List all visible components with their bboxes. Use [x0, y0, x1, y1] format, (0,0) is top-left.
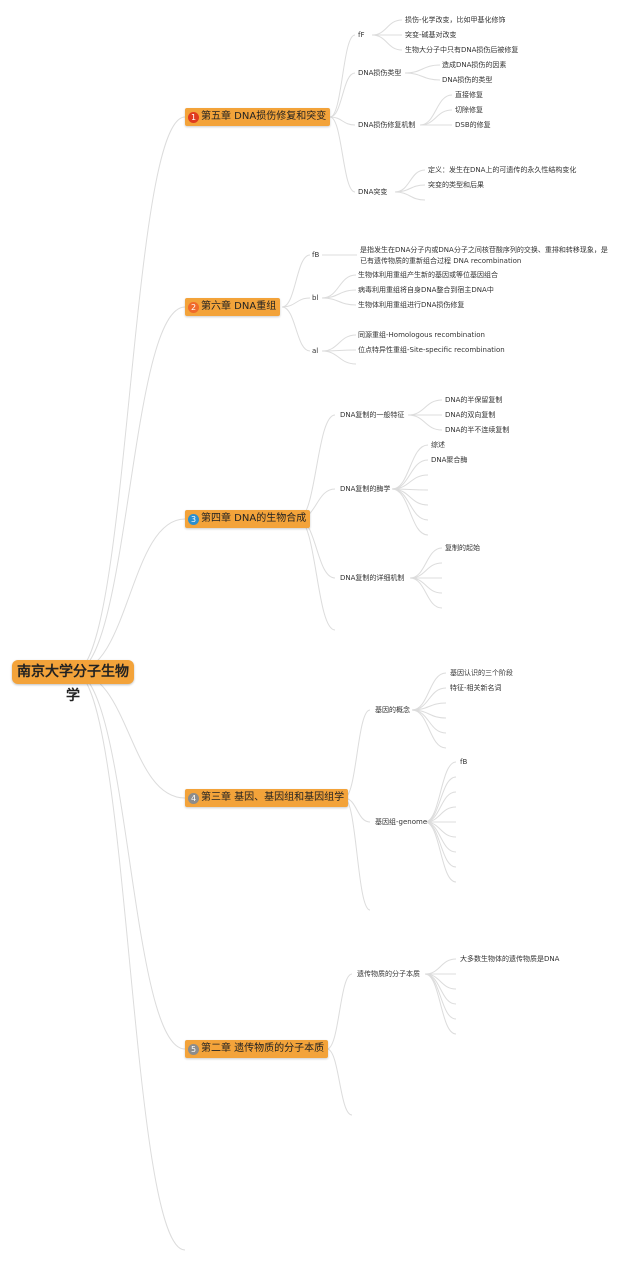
ch5-mutation-item-1[interactable]: 定义：发生在DNA上的可遗传的永久性结构变化 — [428, 166, 577, 174]
ch4-branch-enzymes[interactable]: DNA复制的酶学 — [340, 485, 391, 493]
ch6-al-item-1[interactable]: 同源重组-Homologous recombination — [358, 331, 485, 339]
ch3-genome-item-1[interactable]: fB — [460, 758, 468, 766]
chapter-5-label: 第五章 DNA损伤修复和突变 — [201, 111, 327, 122]
ch4-enzymes-item-1[interactable]: 综述 — [431, 441, 445, 449]
ch5-damage-types-item-2[interactable]: DNA损伤的类型 — [442, 76, 493, 84]
chapter-6-label: 第六章 DNA重组 — [201, 301, 277, 312]
ch5-ff-item-3[interactable]: 生物大分子中只有DNA损伤后被修复 — [405, 46, 519, 54]
ch4-general-item-3[interactable]: DNA的半不连续复制 — [445, 426, 510, 434]
ch2-molecular-nature-item-1[interactable]: 大多数生物体的遗传物质是DNA — [460, 955, 560, 963]
ch3-branch-genome[interactable]: 基因组-genome — [375, 818, 428, 826]
chapter-4-badge: 3 — [188, 514, 199, 525]
ch4-general-item-2[interactable]: DNA的双向复制 — [445, 411, 496, 419]
ch2-branch-molecular-nature[interactable]: 遗传物质的分子本质 — [357, 970, 420, 978]
ch5-branch-ff[interactable]: fF — [358, 31, 365, 39]
chapter-6-badge: 2 — [188, 302, 199, 313]
chapter-3-label: 第三章 基因、基因组和基因组学 — [201, 792, 345, 803]
ch6-branch-al[interactable]: al — [312, 347, 319, 355]
chapter-4-label: 第四章 DNA的生物合成 — [201, 513, 307, 524]
ch5-repair-item-2[interactable]: 切除修复 — [455, 106, 483, 114]
chapter-2-badge: 5 — [188, 1044, 199, 1055]
ch6-bl-item-1[interactable]: 生物体利用重组产生新的基因或等位基因组合 — [358, 271, 498, 279]
chapter-5-badge: 1 — [188, 112, 199, 123]
ch5-branch-repair[interactable]: DNA损伤修复机制 — [358, 121, 416, 129]
ch6-fb-definition[interactable]: 是指发生在DNA分子内或DNA分子之间核苷酸序列的交换、重排和转移现象，是已有遗… — [360, 246, 608, 265]
ch5-repair-item-3[interactable]: DSB的修复 — [455, 121, 491, 129]
ch4-enzymes-item-2[interactable]: DNA聚合酶 — [431, 456, 468, 464]
ch5-branch-damage-types[interactable]: DNA损伤类型 — [358, 69, 402, 77]
ch5-branch-mutation[interactable]: DNA突变 — [358, 188, 388, 196]
ch6-branch-bl[interactable]: bl — [312, 294, 319, 302]
ch6-branch-fb[interactable]: fB — [312, 251, 320, 259]
ch3-branch-gene-concept[interactable]: 基因的概念 — [375, 706, 410, 714]
ch4-branch-general[interactable]: DNA复制的一般特征 — [340, 411, 405, 419]
ch3-gene-concept-item-2[interactable]: 特征-相关新名词 — [450, 684, 502, 692]
ch3-gene-concept-item-1[interactable]: 基因认识的三个阶段 — [450, 669, 513, 677]
ch6-bl-item-3[interactable]: 生物体利用重组进行DNA损伤修复 — [358, 301, 465, 309]
ch5-ff-item-2[interactable]: 突变-碱基对改变 — [405, 31, 457, 39]
ch4-general-item-1[interactable]: DNA的半保留复制 — [445, 396, 503, 404]
ch5-damage-types-item-1[interactable]: 造成DNA损伤的因素 — [442, 61, 507, 69]
chapter-3-badge: 4 — [188, 793, 199, 804]
ch4-branch-mechanism[interactable]: DNA复制的详细机制 — [340, 574, 405, 582]
ch6-bl-item-2[interactable]: 病毒利用重组将自身DNA整合到宿主DNA中 — [358, 286, 494, 294]
ch5-mutation-item-2[interactable]: 突变的类型和后果 — [428, 181, 484, 189]
ch5-ff-item-1[interactable]: 损伤-化学改变，比如甲基化修饰 — [405, 16, 506, 24]
root-node[interactable]: 南京大学分子生物学 — [12, 660, 134, 704]
ch5-repair-item-1[interactable]: 直接修复 — [455, 91, 483, 99]
ch6-al-item-2[interactable]: 位点特异性重组-Site-specific recombination — [358, 346, 505, 354]
chapter-2-label: 第二章 遗传物质的分子本质 — [201, 1043, 325, 1054]
ch4-mechanism-item-1[interactable]: 复制的起始 — [445, 544, 480, 552]
